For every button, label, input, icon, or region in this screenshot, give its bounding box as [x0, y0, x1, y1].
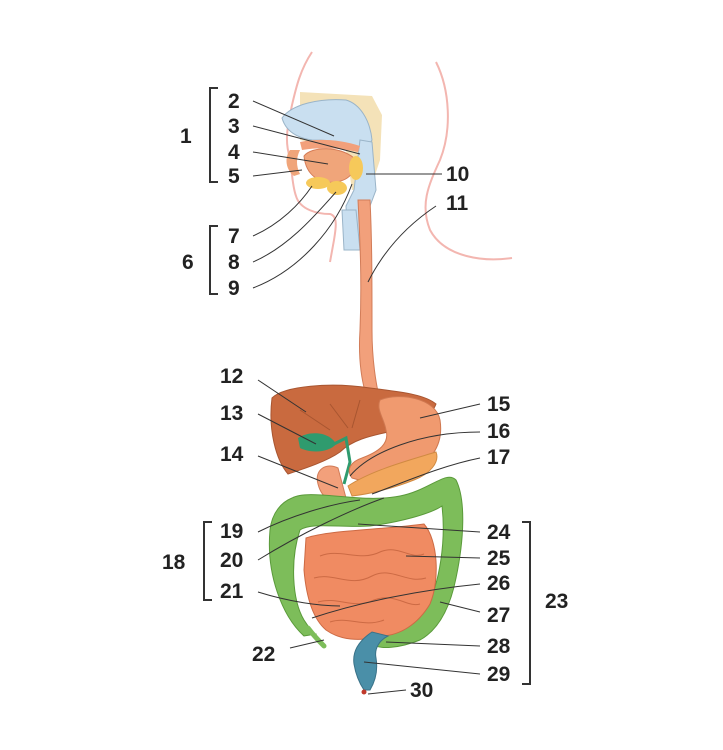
label-12: 12	[220, 365, 243, 388]
leader-2	[252, 100, 335, 137]
pancreas	[347, 451, 438, 497]
label-23: 23	[545, 590, 568, 613]
label-9: 9	[228, 277, 240, 300]
leader-4	[252, 151, 329, 165]
label-25: 25	[487, 547, 511, 570]
label-13: 13	[220, 402, 243, 425]
salivary-gland-sublingual	[306, 177, 330, 189]
leader-30	[367, 689, 407, 695]
leader-5	[252, 169, 303, 177]
nasal-cavity	[281, 99, 373, 151]
label-18: 18	[162, 551, 186, 574]
label-11: 11	[446, 192, 469, 215]
label-22: 22	[252, 643, 275, 666]
leader-8	[252, 191, 337, 263]
label-19: 19	[220, 520, 243, 543]
label-14: 14	[220, 443, 244, 466]
leader-lines	[252, 100, 481, 695]
liver-vessels	[299, 399, 361, 431]
label-27: 27	[487, 604, 510, 627]
leader-26	[311, 583, 481, 619]
label-1: 1	[180, 125, 192, 148]
label-4: 4	[228, 141, 240, 164]
oral-cavity	[281, 92, 382, 251]
label-3: 3	[228, 115, 240, 138]
label-29: 29	[487, 663, 510, 686]
leader-15	[419, 403, 481, 419]
label-16: 16	[487, 420, 510, 443]
bile-duct	[333, 435, 352, 485]
leader-7	[252, 185, 313, 237]
leader-3	[252, 125, 361, 155]
gallbladder	[298, 433, 336, 452]
bracket-group	[203, 87, 531, 685]
label-28: 28	[487, 635, 511, 658]
label-6: 6	[182, 251, 194, 274]
bracket-23	[522, 521, 531, 685]
label-17: 17	[487, 446, 510, 469]
leader-13	[257, 413, 317, 445]
label-2: 2	[228, 90, 240, 113]
bracket-6	[209, 225, 218, 295]
small-intestine-folds	[313, 549, 427, 624]
leader-11	[367, 205, 437, 283]
leader-25	[405, 555, 481, 559]
label-10: 10	[446, 163, 469, 186]
tongue	[303, 148, 356, 183]
label-8: 8	[228, 251, 240, 274]
bracket-1	[209, 87, 218, 183]
label-30: 30	[410, 679, 433, 702]
rectum	[353, 631, 390, 691]
leader-16	[349, 431, 481, 477]
leader-21	[257, 591, 341, 607]
leader-17	[371, 457, 481, 495]
label-21: 21	[220, 580, 244, 603]
anus	[361, 689, 367, 695]
label-26: 26	[487, 572, 510, 595]
label-15: 15	[487, 393, 511, 416]
bracket-18	[203, 521, 212, 601]
leader-20	[257, 497, 385, 561]
leader-29	[363, 661, 481, 675]
label-24: 24	[487, 521, 511, 544]
appendix	[305, 625, 327, 649]
leader-24	[357, 523, 481, 533]
number-labels: 1 2 3 4 5 6 7 8 9 10 11 12 13 14 15 16 1…	[162, 90, 568, 702]
esophagus	[357, 199, 381, 401]
leader-22	[289, 639, 325, 649]
leader-28	[385, 641, 481, 647]
leader-9	[252, 183, 353, 289]
salivary-gland-parotid	[349, 156, 363, 180]
salivary-gland-submandibular	[327, 181, 347, 195]
label-20: 20	[220, 549, 243, 572]
lips	[286, 150, 300, 176]
leader-12	[257, 379, 307, 413]
leader-14	[257, 455, 339, 489]
leader-19	[257, 499, 361, 533]
label-7: 7	[228, 225, 240, 248]
head-outline	[285, 51, 513, 263]
leader-27	[439, 601, 481, 613]
label-5: 5	[228, 165, 240, 188]
